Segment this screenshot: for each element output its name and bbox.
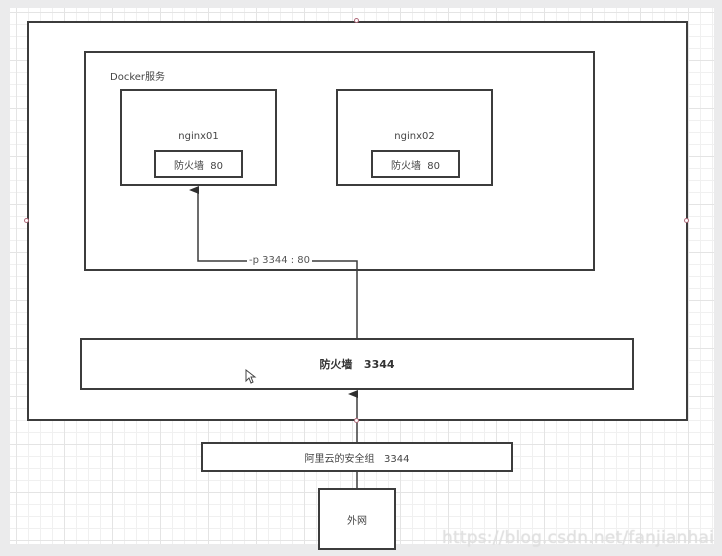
mouse-cursor-icon [245, 369, 257, 384]
container-nginx01-name: nginx01 [178, 131, 219, 142]
docker-service-title: Docker服务 [110, 72, 166, 83]
container-nginx02-firewall[interactable]: 防火墙 80 [371, 150, 460, 178]
host-firewall-box[interactable]: 防火墙 3344 [80, 338, 634, 390]
container-nginx01-firewall[interactable]: 防火墙 80 [154, 150, 243, 178]
security-group-box[interactable]: 阿里云的安全组 3344 [201, 442, 513, 472]
port-mapping-label: -p 3344 : 80 [247, 255, 313, 266]
container-nginx02-firewall-label: 防火墙 80 [390, 160, 441, 172]
host-firewall-label: 防火墙 3344 [319, 358, 395, 371]
container-nginx02-name: nginx02 [394, 131, 435, 142]
resize-handle-left[interactable] [24, 218, 29, 223]
resize-handle-right[interactable] [684, 218, 689, 223]
internet-box[interactable]: 外网 [318, 488, 396, 550]
watermark: https://blog.csdn.net/fanjianhai [442, 528, 714, 548]
resize-handle-bottom[interactable] [354, 418, 359, 423]
resize-handle-top[interactable] [354, 18, 359, 23]
container-nginx01-firewall-label: 防火墙 80 [173, 160, 224, 172]
internet-label: 外网 [347, 515, 367, 527]
security-group-label: 阿里云的安全组 3344 [304, 453, 410, 465]
